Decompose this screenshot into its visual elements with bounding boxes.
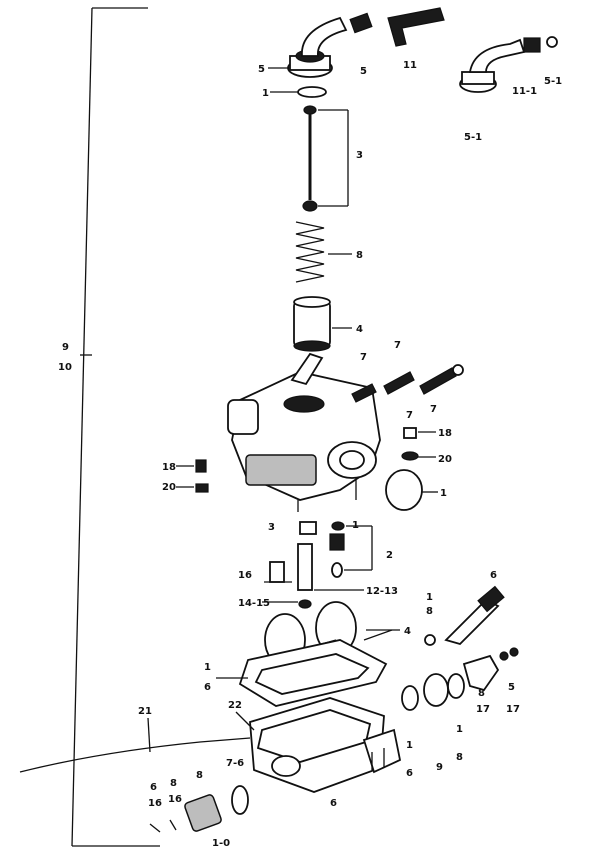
label-1-right: 1	[440, 488, 447, 499]
label-6-body: 6	[330, 798, 337, 809]
overflow-tube	[19, 737, 251, 773]
label-3-top: 3	[356, 150, 363, 161]
part-labels: 5 5 11 1 3 8 4 5-1 11-1 5-1 9 10 7 7 7 7…	[58, 60, 562, 849]
throttle-spring-part	[295, 221, 325, 283]
label-1-6-b: 6	[406, 768, 413, 779]
label-6-bl-b: 16	[148, 798, 162, 809]
label-8-bl-a: 8	[170, 778, 177, 789]
label-22: 22	[228, 700, 242, 711]
o-ring-top	[297, 86, 327, 98]
label-11-1: 11-1	[512, 86, 537, 97]
right-side-parts	[401, 585, 519, 711]
label-10: 10	[58, 362, 72, 373]
label-8-17-b: 17	[476, 704, 490, 715]
label-1-gasket: 1	[204, 662, 211, 673]
label-8-bl-b: 16	[168, 794, 182, 805]
float-bowl-part	[249, 697, 402, 793]
label-1-8-r: 1	[456, 724, 463, 735]
label-5-1b: 5-1	[544, 76, 562, 87]
label-5-mid: 5	[360, 66, 367, 77]
label-1-float-b: 8	[426, 606, 433, 617]
pilot-screws	[195, 459, 209, 493]
label-1-8-r2: 8	[456, 752, 463, 763]
label-7-c: 7	[430, 404, 437, 415]
label-16: 16	[238, 570, 252, 581]
label-20-right: 20	[438, 454, 452, 465]
label-5-top: 5	[258, 64, 265, 75]
label-5-17-a: 5	[508, 682, 515, 693]
label-8-spring: 8	[356, 250, 363, 261]
adjuster-screws	[351, 364, 464, 511]
label-18-right: 18	[438, 428, 452, 439]
label-6-screw: 6	[490, 570, 497, 581]
label-4-slide: 4	[356, 324, 363, 335]
label-3-lower: 3	[268, 522, 275, 533]
label-1-6-a: 1	[406, 740, 413, 751]
label-8-17-a: 8	[478, 688, 485, 699]
label-1-0: 1-0	[212, 838, 230, 849]
assembly-bracket	[71, 7, 160, 847]
label-12-13: 12-13	[366, 586, 398, 597]
label-8-bm: 8	[196, 770, 203, 781]
float-gasket	[238, 639, 388, 707]
label-1-top: 1	[262, 88, 269, 99]
throttle-cap-part	[287, 7, 445, 78]
carburetor-body-part	[227, 352, 381, 512]
label-7-b: 7	[394, 340, 401, 351]
label-20-left: 20	[162, 482, 176, 493]
drain-cover-part	[149, 785, 249, 833]
label-6-bl-a: 6	[150, 782, 157, 793]
label-18-left: 18	[162, 462, 176, 473]
jet-parts	[264, 521, 345, 609]
label-5-17-b: 17	[506, 704, 520, 715]
label-7-6: 7-6	[226, 758, 244, 769]
label-1-float-a: 1	[426, 592, 433, 603]
throttle-slide-part	[293, 296, 331, 352]
label-5-1: 5-1	[464, 132, 482, 143]
label-7-a: 7	[360, 352, 367, 363]
leader-lines	[80, 67, 438, 753]
label-4-float: 4	[404, 626, 411, 637]
label-2-lower: 2	[386, 550, 393, 561]
jet-needle-part	[302, 105, 318, 212]
label-14-15: 14-15	[238, 598, 270, 609]
alt-cap-part	[459, 36, 558, 93]
label-11: 11	[403, 60, 417, 71]
label-7-d: 7	[406, 410, 413, 421]
label-21: 21	[138, 706, 152, 717]
label-9: 9	[62, 342, 69, 353]
label-6-gasket: 6	[204, 682, 211, 693]
label-9-r: 9	[436, 762, 443, 773]
